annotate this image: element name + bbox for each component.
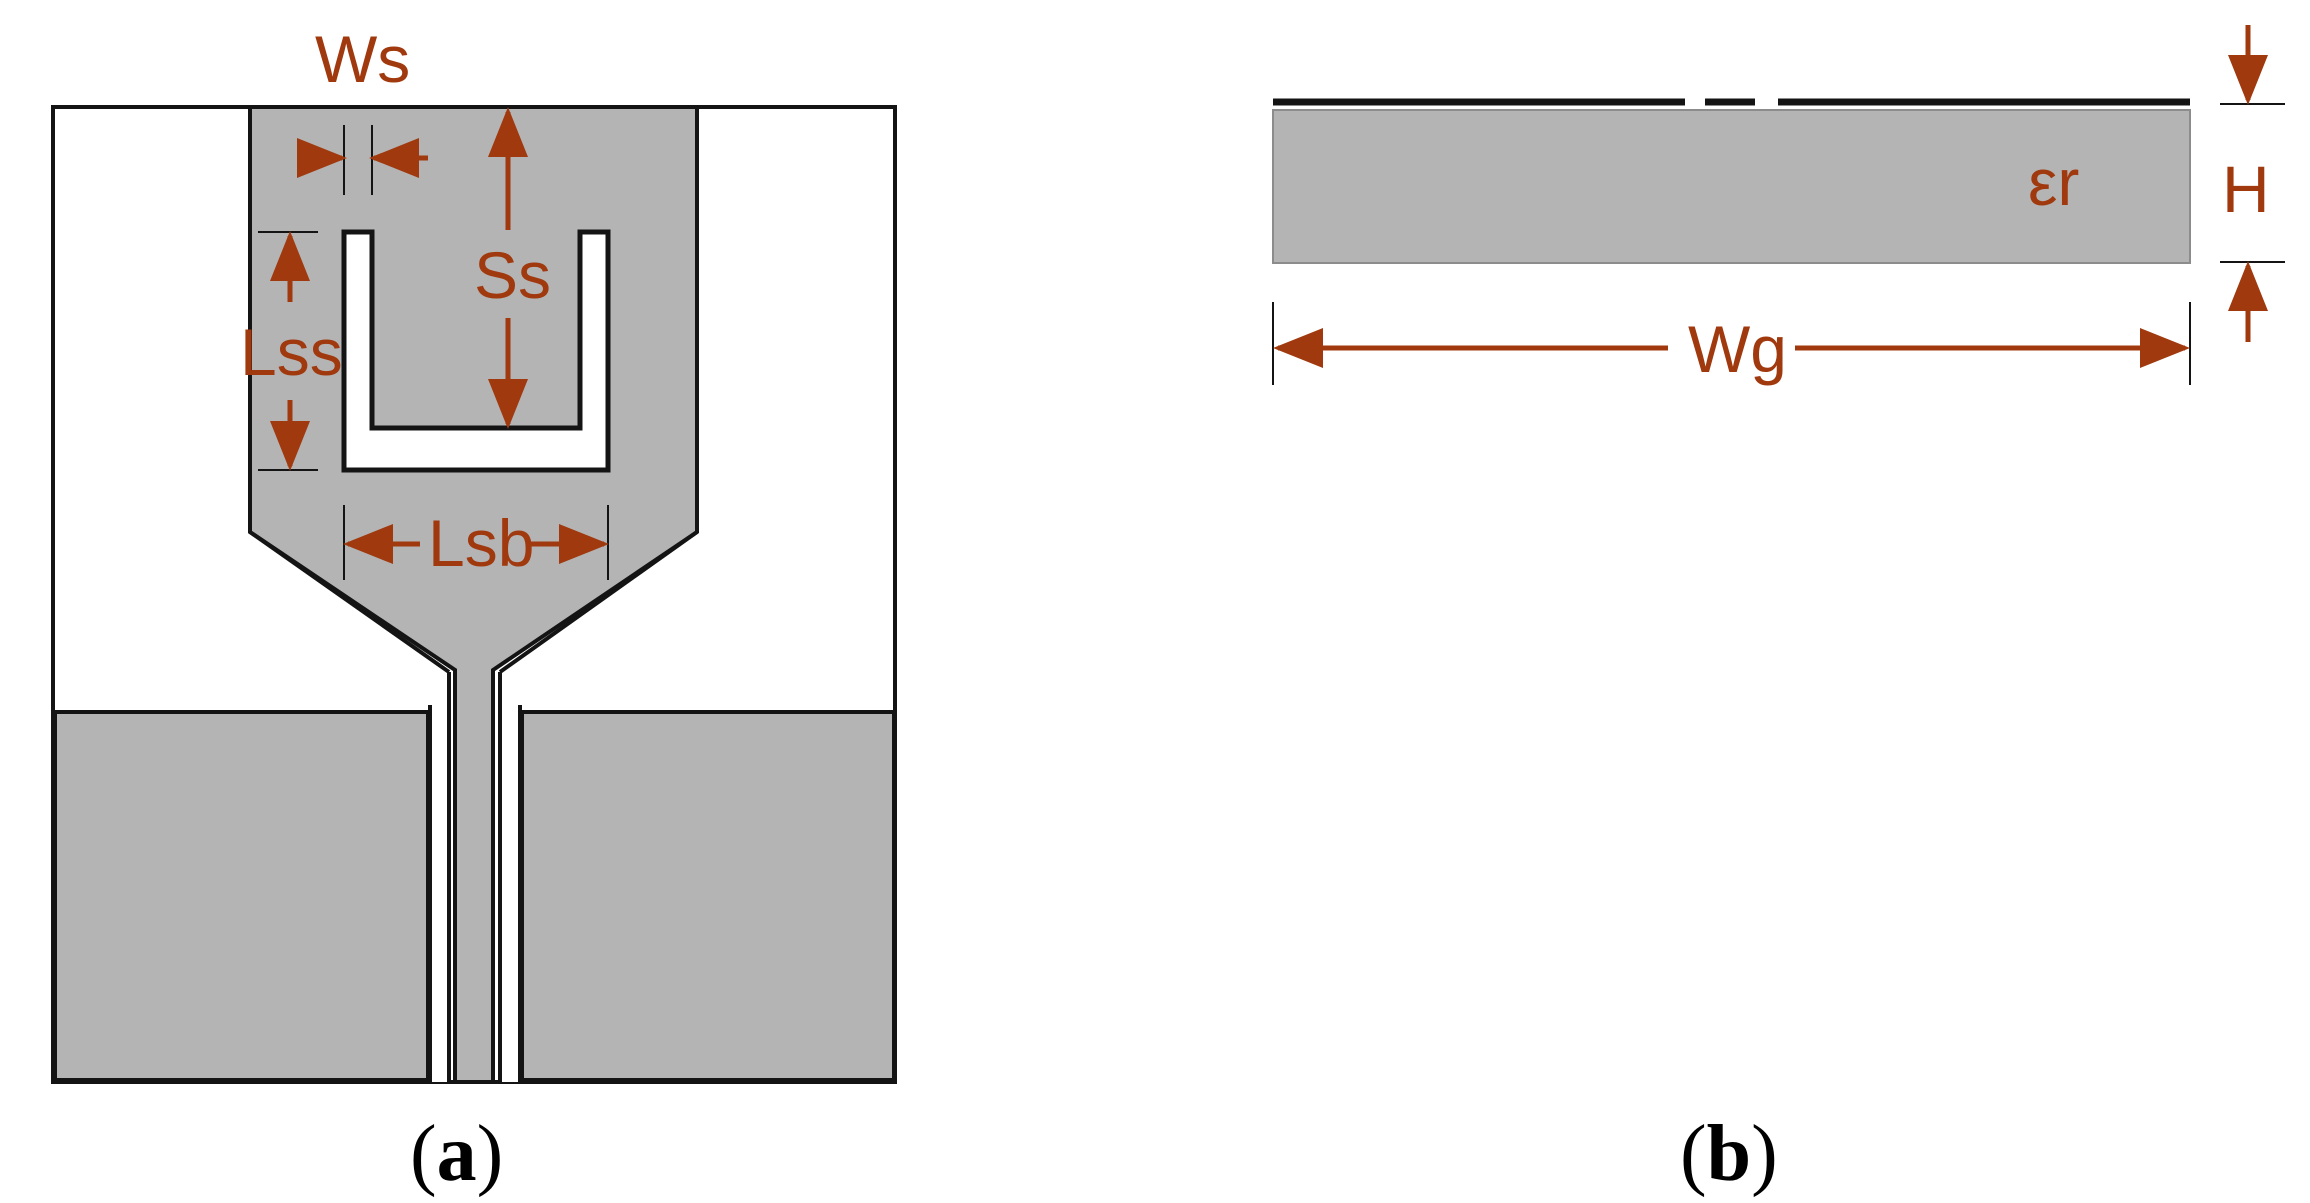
ws-label: Ws [315, 22, 410, 96]
wg-label: Wg [1688, 312, 1787, 386]
h-label: H [2222, 152, 2270, 226]
dimension-lss: Lss [240, 231, 343, 471]
dimension-wg: Wg [1272, 302, 2191, 386]
cpw-gap-left [430, 705, 449, 1082]
substrate-cross-section [1272, 109, 2191, 264]
lsb-label: Lsb [428, 506, 534, 580]
cpw-gap-right [500, 705, 520, 1082]
panel-b-caption: (b) [1680, 1110, 1778, 1198]
dimension-lsb: Lsb [343, 505, 609, 580]
dimension-ws: Ws [297, 22, 428, 195]
dimension-ss: Ss [474, 107, 551, 429]
panel-a-caption: (a) [410, 1110, 503, 1198]
panel-a-top-view: Ws Ss Lss Lsb (a) [51, 22, 897, 1198]
u-slot [341, 229, 611, 473]
ss-label: Ss [474, 238, 551, 312]
permittivity-label: εr [2028, 145, 2079, 219]
lss-label: Lss [240, 315, 343, 389]
ground-plane-right [520, 710, 896, 1082]
panel-b-side-view: εr H Wg (b) [1272, 25, 2285, 1198]
dimension-h: H [2220, 25, 2285, 342]
patch-taper-outline [248, 530, 699, 674]
ground-plane-left [53, 710, 430, 1082]
